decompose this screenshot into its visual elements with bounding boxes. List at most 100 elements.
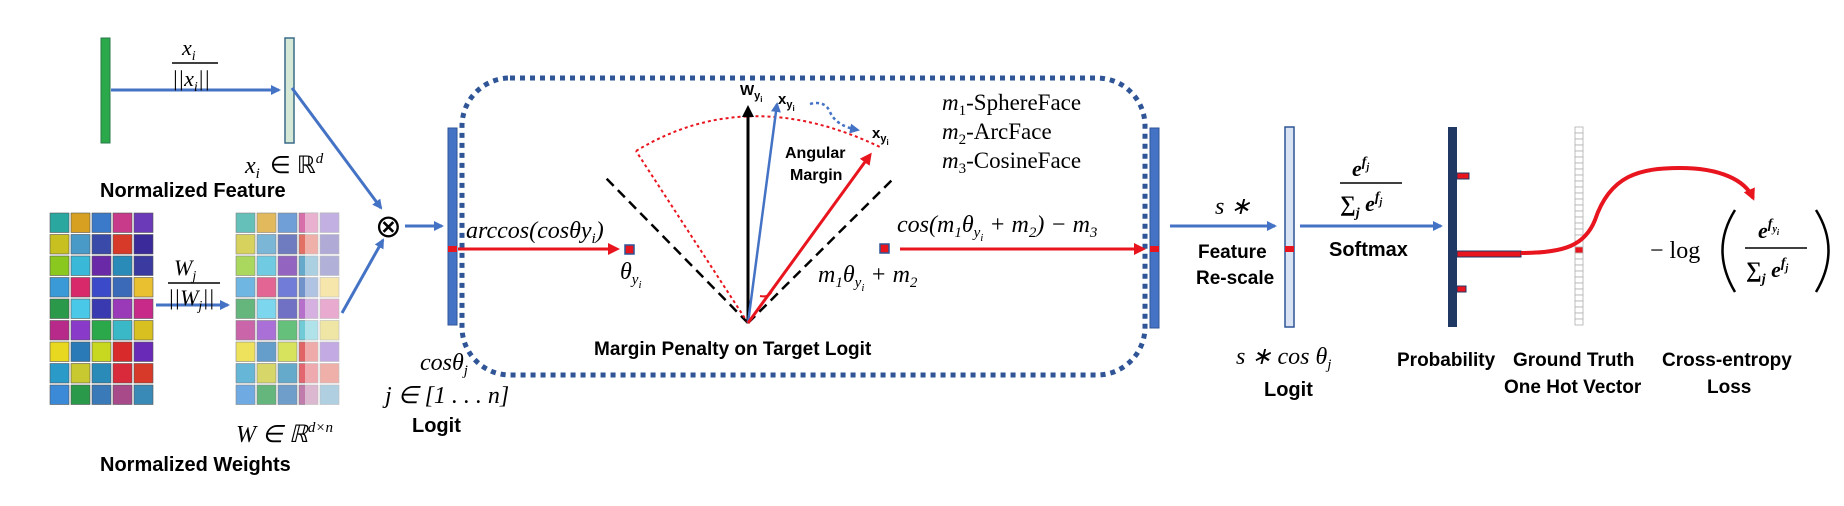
probability-label: Probability xyxy=(1397,350,1496,371)
one-hot-cell xyxy=(1574,252,1584,260)
feature-frac-num: xi xyxy=(181,35,196,64)
logit-bar xyxy=(447,127,458,326)
weight-cell xyxy=(235,363,256,384)
angular-margin-arc xyxy=(759,289,773,298)
weight-cell xyxy=(277,363,298,384)
weight-cell xyxy=(70,234,91,255)
weight-cell xyxy=(133,341,154,362)
loss-curve-arrow xyxy=(1520,165,1755,255)
one-hot-cell xyxy=(1574,264,1584,272)
weight-cell xyxy=(112,277,133,298)
one-hot-cell xyxy=(1574,144,1584,152)
weight-cell xyxy=(49,363,70,384)
weight-cell xyxy=(112,320,133,341)
wyi-label: Wyi xyxy=(740,82,763,104)
xyi-right-label: xyi xyxy=(872,125,889,147)
legend-cosineface: m3-CosineFace xyxy=(942,148,1081,177)
one-hot-cell xyxy=(1574,294,1584,302)
logit-range: j ∈ [1 . . . n] xyxy=(382,383,509,409)
raw-weight-matrix xyxy=(49,212,154,405)
feature-space: xi∈ ℝd xyxy=(244,151,324,182)
weight-cell xyxy=(298,363,319,384)
weight-frac-num: Wj xyxy=(174,255,196,284)
weight-cell xyxy=(91,341,112,362)
weight-cell xyxy=(256,277,277,298)
weight-cell xyxy=(298,384,319,405)
weight-cell xyxy=(133,255,154,276)
weight-cell xyxy=(235,384,256,405)
rescaled-logit-bar xyxy=(1284,126,1295,328)
one-hot-cell xyxy=(1574,222,1584,230)
normalized-weights-section: Wj ||Wj|| W ∈ ℝd×n Normalized Weights xyxy=(49,212,360,476)
weight-cell xyxy=(277,212,298,233)
margin-dashed-border xyxy=(459,75,1148,378)
weight-cell xyxy=(133,212,154,233)
logit-target-mark xyxy=(448,246,457,252)
weight-space: W ∈ ℝd×n xyxy=(236,420,333,448)
weight-cell xyxy=(112,363,133,384)
rescaled-logit-target-mark xyxy=(1285,246,1294,252)
one-hot-cell xyxy=(1574,306,1584,314)
weight-cell xyxy=(112,298,133,319)
raw-feature-bar xyxy=(100,37,111,144)
weight-cell xyxy=(49,298,70,319)
weight-cell xyxy=(298,341,319,362)
loss-label: Loss xyxy=(1707,377,1751,398)
weight-cell xyxy=(49,255,70,276)
one-hot-cell xyxy=(1574,138,1584,146)
weight-cell xyxy=(319,277,340,298)
decision-arc xyxy=(635,115,883,152)
weight-cell xyxy=(235,341,256,362)
weight-cell xyxy=(277,320,298,341)
margin-label: Margin xyxy=(790,167,842,184)
weight-cell xyxy=(91,363,112,384)
one-hot-cell xyxy=(1574,282,1584,290)
weight-cell xyxy=(49,212,70,233)
weight-cell xyxy=(235,298,256,319)
weight-cell xyxy=(298,234,319,255)
weight-cell xyxy=(133,234,154,255)
arc-left-radius xyxy=(635,150,749,324)
weight-cell xyxy=(70,255,91,276)
weight-cell xyxy=(319,363,340,384)
weight-cell xyxy=(319,255,340,276)
one-hot-cell xyxy=(1574,168,1584,176)
weight-cell xyxy=(133,384,154,405)
weight-cell xyxy=(256,320,277,341)
xyi-vector xyxy=(746,102,781,324)
one-hot-cell xyxy=(1574,180,1584,188)
weight-cell xyxy=(235,277,256,298)
loss-left-paren xyxy=(1721,209,1737,293)
margin-theta-mark xyxy=(879,243,890,254)
weight-cell xyxy=(298,320,319,341)
weight-cell xyxy=(277,255,298,276)
one-hot-cell xyxy=(1574,204,1584,212)
left-boundary-line xyxy=(604,176,749,324)
loss-den: ∑j efj xyxy=(1746,256,1789,287)
weight-cell xyxy=(70,320,91,341)
weight-cell xyxy=(49,234,70,255)
weight-cell xyxy=(319,341,340,362)
weight-cell xyxy=(70,298,91,319)
weight-cell xyxy=(298,277,319,298)
one-hot-cell xyxy=(1574,300,1584,308)
feature-frac-den: ||xi|| xyxy=(172,66,210,95)
otimes-symbol: ⊗ xyxy=(375,208,402,244)
weight-cell xyxy=(256,255,277,276)
one-hot-cell xyxy=(1574,318,1584,326)
weight-cell xyxy=(112,234,133,255)
weight-cell xyxy=(298,255,319,276)
normalized-weights-label: Normalized Weights xyxy=(100,454,291,476)
weight-cell xyxy=(70,363,91,384)
weight-cell xyxy=(277,234,298,255)
weight-cell xyxy=(112,341,133,362)
margin-penalty-box: arccos(cosθyi) θyi Wyi xyi xyi Angular M… xyxy=(458,75,1148,378)
weight-cell xyxy=(319,384,340,405)
weight-cell xyxy=(298,298,319,319)
one-hot-label: One Hot Vector xyxy=(1504,377,1642,398)
weight-cell xyxy=(235,255,256,276)
weight-frac-den: ||Wj|| xyxy=(168,285,214,314)
feature-to-multiply-arrow xyxy=(290,87,383,210)
weight-cell xyxy=(91,234,112,255)
